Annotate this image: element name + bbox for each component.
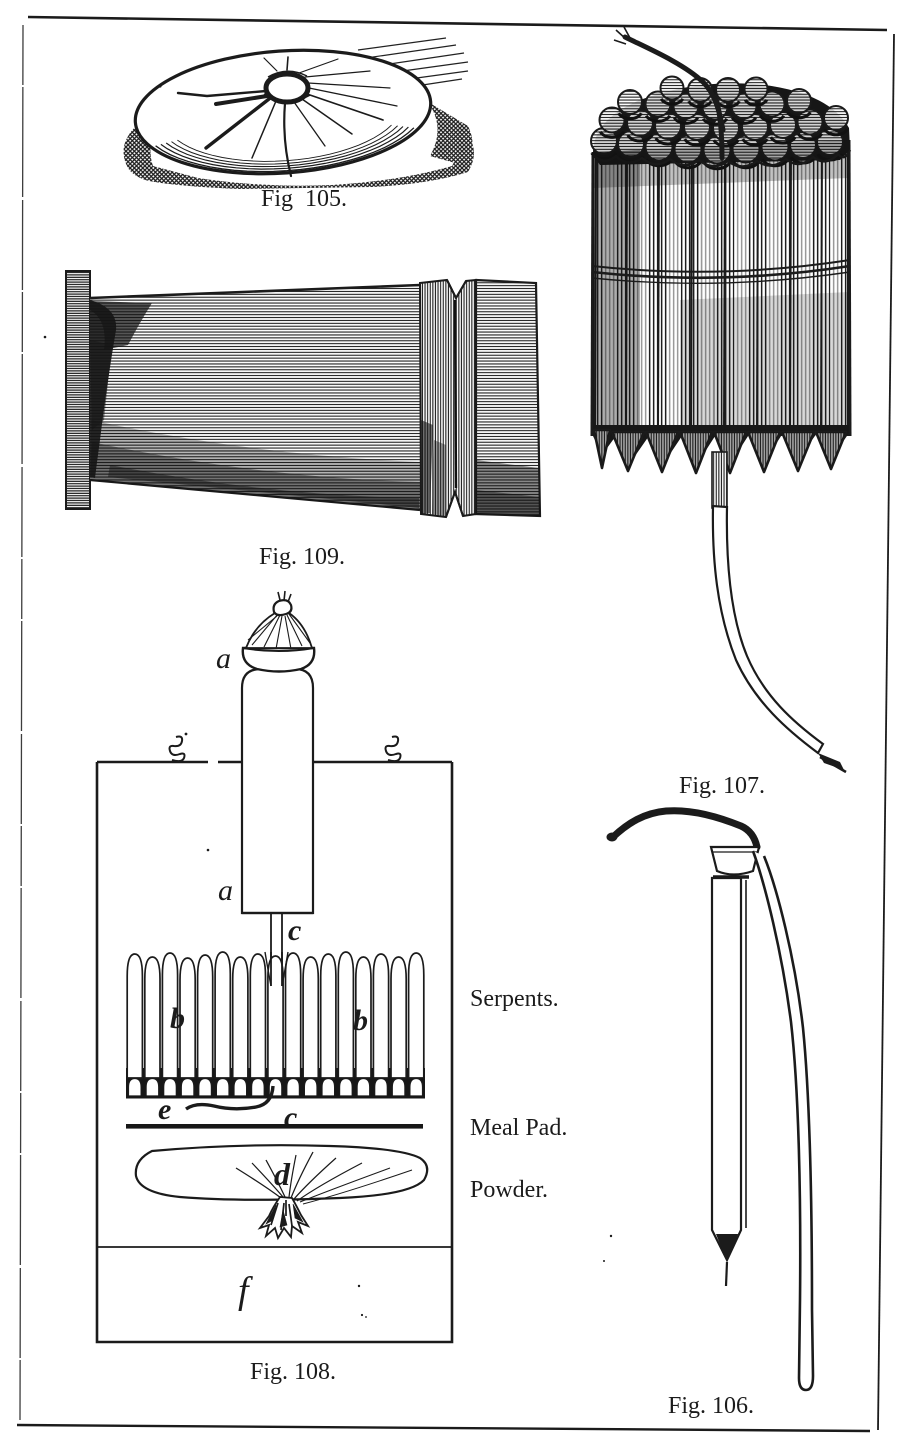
svg-text:d: d (274, 1156, 291, 1192)
svg-text:Fig. 106.: Fig. 106. (668, 1393, 754, 1419)
svg-text:c: c (284, 1101, 297, 1134)
svg-text:Fig. 109.: Fig. 109. (259, 544, 345, 570)
svg-text:Powder.: Powder. (470, 1177, 548, 1203)
svg-text:Serpents.: Serpents. (470, 986, 559, 1012)
svg-text:Fig 105.: Fig 105. (261, 186, 347, 212)
svg-text:c: c (288, 914, 301, 947)
svg-text:b: b (353, 1004, 368, 1037)
svg-text:f: f (238, 1270, 253, 1312)
svg-text:Fig. 108.: Fig. 108. (250, 1359, 336, 1385)
svg-text:a: a (216, 642, 231, 675)
svg-text:b: b (170, 1002, 185, 1035)
svg-text:a: a (218, 874, 233, 907)
svg-text:Meal Pad.: Meal Pad. (470, 1115, 567, 1141)
svg-text:e: e (158, 1093, 171, 1126)
svg-text:Fig. 107.: Fig. 107. (679, 773, 765, 799)
